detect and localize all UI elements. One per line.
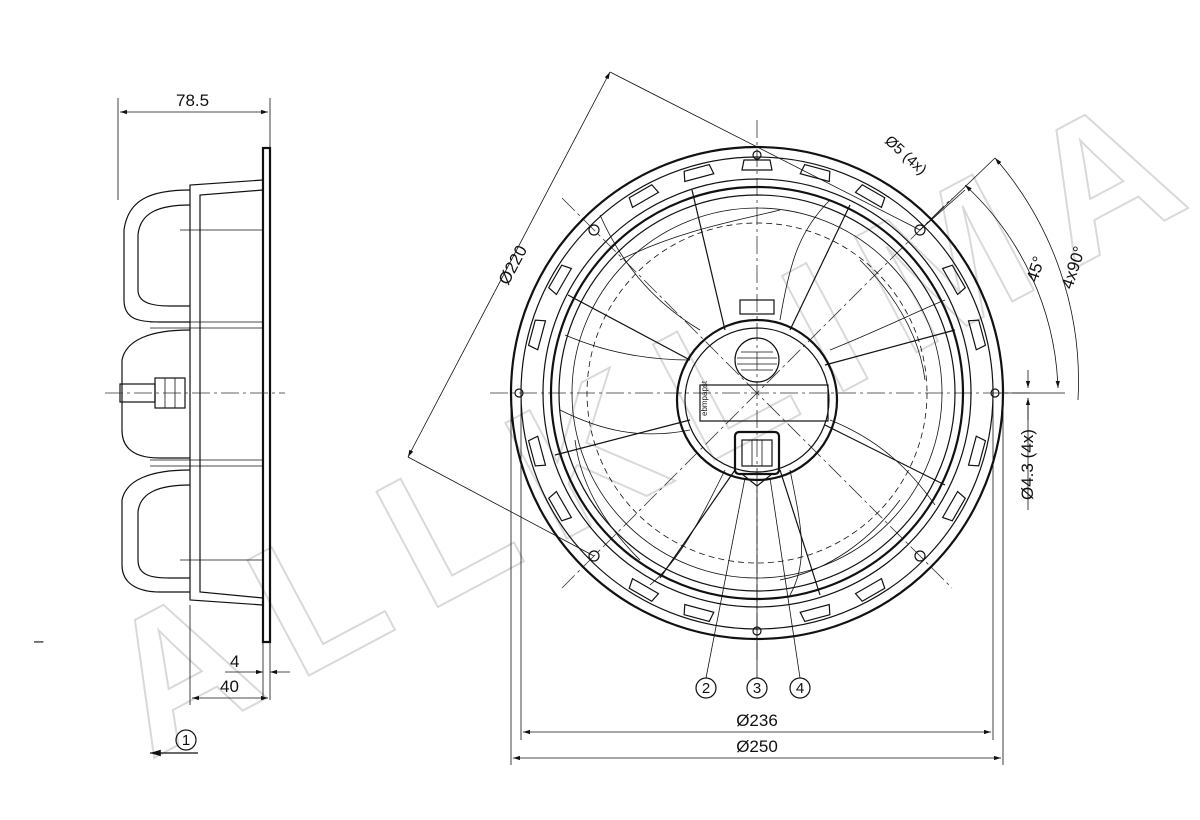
ring-slot [854, 183, 886, 209]
front-view: ebmpapst Ø220 Ø5 (4x) 45° 4x90° Ø4.3 (4x… [407, 71, 1089, 765]
blade [789, 469, 802, 596]
blade-arc [779, 499, 901, 581]
mount-hole [990, 388, 1000, 398]
callout-4: 4 [796, 680, 804, 697]
strut [691, 189, 726, 331]
ring-slot [799, 163, 831, 183]
strut [789, 204, 851, 331]
hub-tab [739, 299, 775, 315]
ring-slot [628, 183, 660, 209]
ring-slot [741, 159, 773, 171]
dim-outer-diameter-label: Ø250 [736, 737, 778, 756]
brand-label: ebmpapst [700, 380, 709, 416]
side-flange-plate [261, 146, 272, 644]
ring-slot [941, 264, 967, 296]
blade-arc [859, 259, 926, 381]
motor-hub [675, 318, 839, 482]
front-centerline-diag [561, 197, 953, 589]
strut [779, 469, 821, 596]
ring-slot [799, 603, 831, 623]
ring-slot [547, 490, 573, 522]
side-blade-bottom-inner [137, 484, 191, 579]
dim-extension [407, 456, 595, 557]
blade [829, 299, 946, 351]
side-blade-top [123, 189, 191, 323]
watermark: ALLKLIMA [69, 40, 1200, 798]
ring-slot [967, 435, 987, 467]
callout-leader [705, 477, 746, 679]
mount-hole [752, 150, 762, 160]
dim-extension [919, 157, 996, 231]
label-plate [699, 384, 829, 422]
blade [779, 199, 831, 321]
ring-slot [683, 163, 715, 183]
blade-arc [619, 209, 781, 261]
dim-depth-label: 78.5 [176, 91, 209, 110]
left-marker: – [34, 631, 44, 650]
ring-slot [941, 490, 967, 522]
ring-slot [547, 264, 573, 296]
watermark-text: ALLKLIMA [70, 41, 1200, 797]
callout-leader [769, 477, 801, 679]
callout-circle [789, 677, 811, 699]
dim-inner-diameter-label: Ø236 [736, 711, 778, 730]
mount-hole-diag [914, 550, 926, 562]
ring-slot [527, 319, 547, 351]
strut [824, 329, 956, 366]
blade [649, 469, 726, 586]
dim-mount-hole-lower-label: Ø4.3 (4x) [1018, 429, 1037, 500]
motor-connector [733, 430, 781, 476]
side-blade-bottom [121, 469, 191, 593]
ring-slot [628, 577, 660, 603]
side-blade-mid [121, 329, 191, 459]
callout-circle [746, 677, 768, 699]
dim-depth-flange-label: 40 [220, 677, 239, 696]
ring-slot [683, 603, 715, 623]
dim-extension [609, 71, 921, 231]
mount-hole-diag [588, 550, 600, 562]
callout-circle [695, 677, 717, 699]
airflow-callout-label: 1 [182, 732, 190, 749]
motor-vent [734, 337, 780, 383]
side-blade-top-inner [137, 204, 191, 307]
callout-circle [175, 729, 197, 751]
mount-hole-diag [914, 224, 926, 236]
side-housing [189, 179, 264, 606]
connector-body [741, 439, 773, 467]
side-housing-inner [199, 189, 264, 599]
callout-3: 3 [753, 680, 761, 697]
blade [829, 419, 936, 506]
dim-bolt-circle-label: Ø220 [495, 242, 531, 288]
dim-arc-angle-small [964, 184, 1060, 389]
ring-slot [854, 577, 886, 603]
motor-hub-inner [684, 327, 830, 473]
strut [659, 469, 736, 579]
dim-line-bolt-circle [407, 71, 611, 458]
side-view: 78.5 4 40 1 – [34, 91, 290, 757]
callout-2: 2 [702, 680, 710, 697]
dim-arc-angle-large [994, 157, 1079, 401]
strut [824, 424, 946, 486]
dim-flange-label: 4 [230, 652, 239, 671]
